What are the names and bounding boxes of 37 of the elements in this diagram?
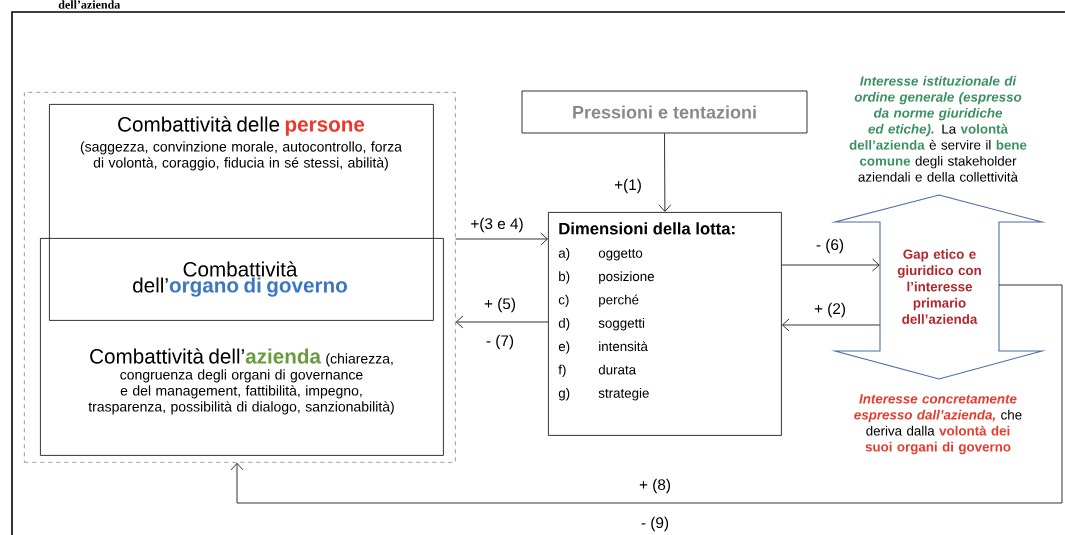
node-label: espresso dall’azienda, <box>854 409 996 423</box>
node-label: comune <box>859 158 911 166</box>
node-label: deriva dalla <box>866 425 935 436</box>
node-label: è servire il <box>929 139 991 150</box>
node-label: da norme giuridiche <box>873 107 1003 121</box>
node-label: dell’azienda <box>849 139 925 150</box>
node-label: bene <box>996 139 1027 150</box>
line-label: - (9) <box>639 515 671 533</box>
node-label: che <box>1001 409 1022 420</box>
dashed-group-box <box>24 92 456 463</box>
line-label: - (7) <box>484 333 516 351</box>
note: Interesse concretamente espresso dall’azienda, che deriva dalla volontà dei suoi organi di governo <box>854 394 1022 455</box>
node-label: ed etiche). <box>868 123 934 137</box>
overlap-text: Combattività dell’organo di governo <box>133 261 347 297</box>
arrow <box>455 232 548 246</box>
node-label: suoi organi di governo <box>865 441 1011 455</box>
arrow <box>658 133 672 212</box>
node-label: volontà dei <box>939 425 1010 436</box>
note: Interesse istituzionale di ordine generale (espresso da norme giuridiche ed etiche). La volontà dell’azienda è servire il bene comune degli stakeholder aziendali e della collettività <box>849 75 1027 182</box>
node-label: Interesse istituzionale di <box>860 75 1017 86</box>
arrow <box>230 284 1063 504</box>
node-label: Interesse concretamente <box>859 394 1017 404</box>
node-label: degli stakeholder <box>915 155 1017 169</box>
arrow <box>455 315 549 329</box>
node-label: ordine generale (espresso <box>854 91 1022 105</box>
edge-label: +(3 e 4) <box>469 216 525 234</box>
arrow <box>781 258 880 272</box>
title: dell’azienda <box>58 0 121 9</box>
edge-label: + (8) <box>637 477 673 495</box>
edge-label: + (5) <box>482 296 518 314</box>
node-label: aziendali e della collettività <box>858 171 1018 182</box>
node-label: volontà <box>960 123 1009 134</box>
list-box: Dimensioni della lotta: a) oggetto b) posizione c) perché d) soggetti e) intensità f) durata g) strategie <box>548 212 782 436</box>
node-label: La <box>942 124 957 134</box>
arrow <box>782 318 881 332</box>
edge-label: +(1) <box>612 177 644 195</box>
text-box: Pressioni e tentazioni <box>521 90 808 134</box>
